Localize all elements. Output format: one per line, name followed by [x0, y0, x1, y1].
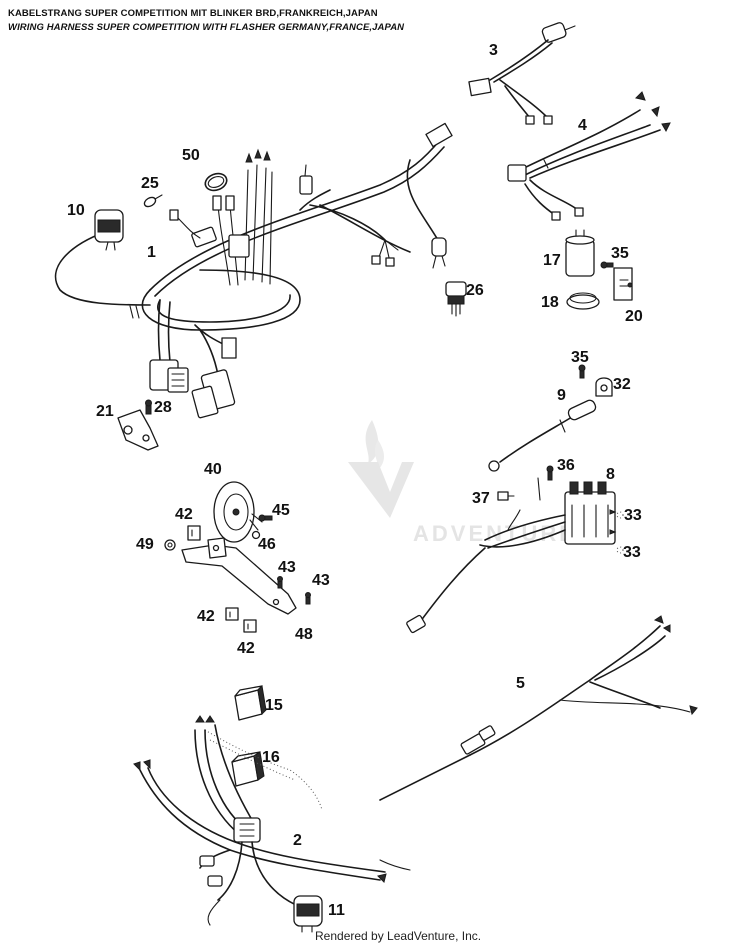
callout-42-lower-right: 42 [237, 640, 255, 657]
callout-33-upper: 33 [624, 507, 642, 524]
callout-40: 40 [204, 461, 222, 478]
screw-33-upper[interactable] [616, 511, 624, 519]
flasher-relay-8[interactable] [564, 481, 617, 545]
clip-42-lower-right[interactable] [243, 619, 257, 633]
callout-45: 45 [272, 502, 290, 519]
callout-46: 46 [258, 536, 276, 553]
callout-16: 16 [262, 749, 280, 766]
callout-15: 15 [265, 697, 283, 714]
main-wiring-harness[interactable] [54, 122, 453, 419]
handlebar-switch-left[interactable] [94, 209, 124, 251]
callout-10: 10 [67, 202, 85, 219]
relay-15[interactable] [234, 684, 267, 721]
callout-36: 36 [557, 457, 575, 474]
callout-3: 3 [489, 42, 498, 59]
callout-2: 2 [293, 832, 302, 849]
callout-43-left: 43 [278, 559, 296, 576]
callout-35-lower: 35 [571, 349, 589, 366]
mounting-bracket-20[interactable] [613, 267, 633, 301]
wiring-branch-3[interactable] [468, 22, 576, 125]
bolt-37[interactable] [497, 491, 515, 501]
relay-16[interactable] [231, 751, 265, 787]
callout-48: 48 [295, 626, 313, 643]
watermark-text: ADVENTURE [413, 521, 577, 546]
callout-20: 20 [625, 308, 643, 325]
callout-32: 32 [613, 376, 631, 393]
callout-37: 37 [472, 490, 490, 507]
horn[interactable] [213, 481, 263, 543]
lower-wiring-harness-2[interactable] [133, 715, 411, 926]
indicator-bulb[interactable] [143, 194, 163, 208]
callout-21: 21 [96, 403, 114, 420]
clip-42-upper[interactable] [187, 525, 201, 541]
nut-49[interactable] [164, 539, 176, 551]
screw-33-lower[interactable] [616, 546, 624, 554]
callout-42-lower-left: 42 [197, 608, 215, 625]
wiring-branch-9[interactable] [488, 399, 597, 472]
cdi-bracket[interactable] [117, 409, 159, 451]
handlebar-switch-right[interactable] [293, 895, 323, 933]
screw-35-lower[interactable] [578, 364, 586, 379]
callout-28: 28 [154, 399, 172, 416]
screw-35-upper[interactable] [600, 261, 614, 269]
clip-42-lower-left[interactable] [225, 607, 239, 621]
relay-harness[interactable] [406, 477, 566, 634]
title-english: WIRING HARNESS SUPER COMPETITION WITH FL… [8, 22, 405, 33]
screw-43-right[interactable] [305, 592, 311, 605]
screw-28[interactable] [145, 399, 152, 415]
leadventure-watermark-logo [348, 420, 414, 518]
callout-43-right: 43 [312, 572, 330, 589]
callout-25: 25 [141, 175, 159, 192]
callout-17: 17 [543, 252, 561, 269]
callout-5: 5 [516, 675, 525, 692]
callout-26: 26 [466, 282, 484, 299]
callout-33-lower: 33 [623, 544, 641, 561]
horn-bracket-48[interactable] [181, 537, 297, 615]
mounting-clip-32[interactable] [595, 377, 613, 397]
wiring-branch-5[interactable] [379, 615, 698, 801]
callout-49: 49 [136, 536, 154, 553]
wiring-branch-4[interactable] [507, 91, 671, 221]
callout-9: 9 [557, 387, 566, 404]
callout-35-upper: 35 [611, 245, 629, 262]
footer-credit: Rendered by LeadVenture, Inc. [315, 929, 482, 943]
callout-50: 50 [182, 147, 200, 164]
washer-46[interactable] [251, 530, 261, 540]
screw-36[interactable] [546, 465, 554, 481]
capacitor[interactable] [565, 229, 595, 277]
screw-45[interactable] [258, 514, 273, 522]
callout-8: 8 [606, 466, 615, 483]
cable-tie[interactable] [203, 171, 229, 194]
capacitor-clamp[interactable] [566, 292, 600, 310]
callout-11: 11 [328, 902, 345, 919]
screw-43-left[interactable] [277, 576, 283, 589]
oil-pressure-switch[interactable] [445, 281, 467, 317]
callout-4: 4 [578, 117, 587, 134]
title-german: KABELSTRANG SUPER COMPETITION MIT BLINKE… [8, 8, 378, 19]
callout-1: 1 [147, 244, 156, 261]
callout-18: 18 [541, 294, 559, 311]
callout-42-upper: 42 [175, 506, 193, 523]
